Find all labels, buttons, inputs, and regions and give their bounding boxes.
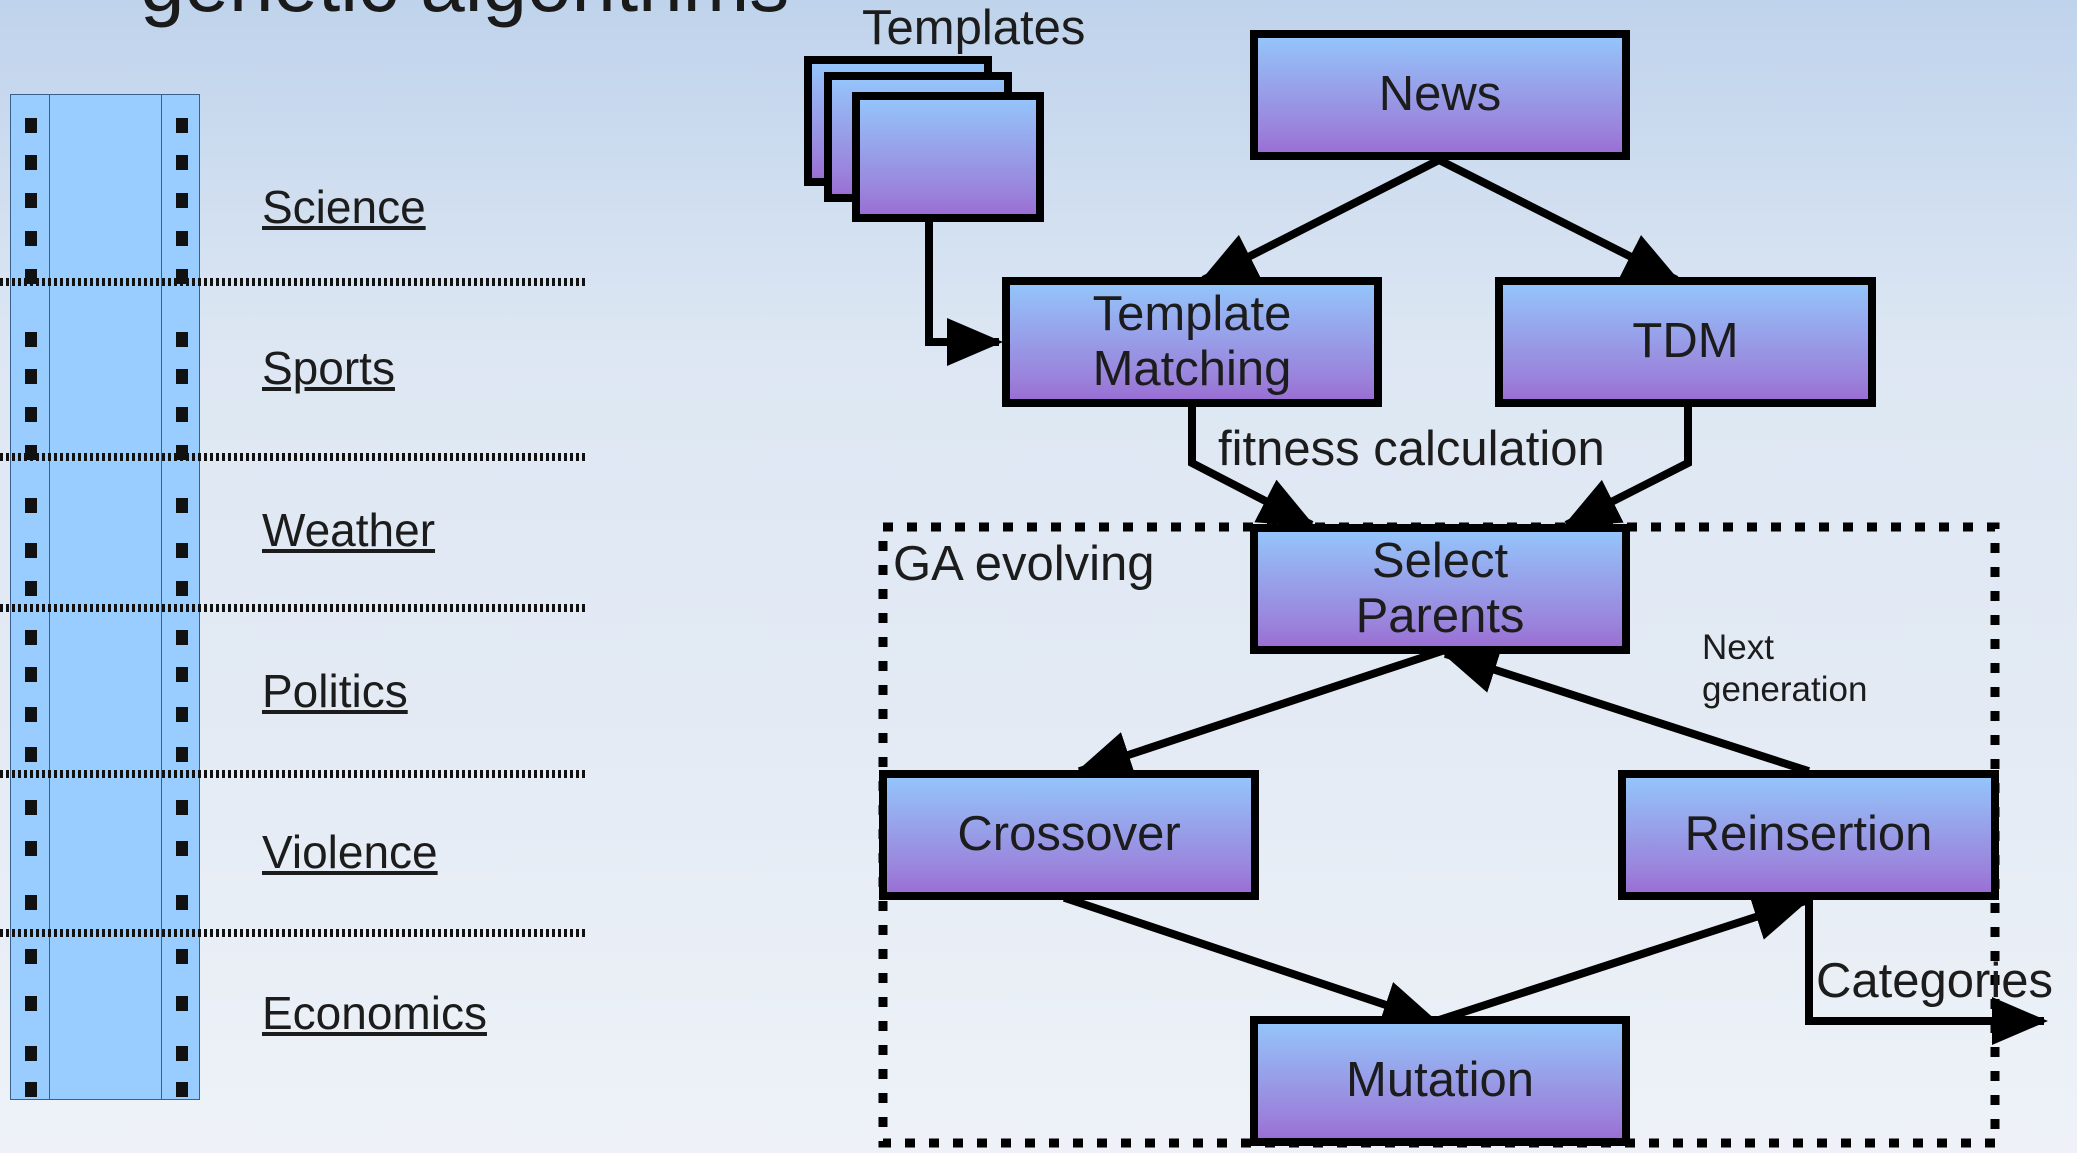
filmstrip-right-edge	[161, 95, 162, 1099]
reinsertion-box[interactable]: Reinsertion	[1618, 770, 1999, 900]
filmstrip-hole	[176, 1046, 188, 1061]
categories-output-label: Categories	[1816, 954, 2053, 1008]
category-separator	[0, 929, 585, 937]
filmstrip-hole	[176, 841, 188, 856]
category-science[interactable]: Science	[262, 181, 426, 233]
filmstrip-hole	[176, 949, 188, 964]
filmstrip-hole	[25, 949, 37, 964]
filmstrip-hole	[25, 155, 37, 170]
category-economics[interactable]: Economics	[262, 987, 487, 1039]
filmstrip-hole	[25, 332, 37, 347]
category-separator	[0, 453, 585, 461]
categories-output-arrow	[1805, 895, 2048, 1045]
filmstrip-hole	[25, 407, 37, 422]
filmstrip-hole	[25, 895, 37, 910]
templates-label: Templates	[862, 1, 1086, 55]
filmstrip-hole	[176, 407, 188, 422]
filmstrip-hole	[176, 543, 188, 558]
select-parents-line1: Select	[1371, 533, 1509, 588]
matching-to-select-arrow	[1188, 401, 1316, 529]
select-parents-line2: Parents	[1355, 589, 1525, 643]
filmstrip-hole	[176, 155, 188, 170]
category-sports[interactable]: Sports	[262, 342, 395, 394]
next-generation-label: Next generation	[1702, 627, 1867, 711]
filmstrip-hole	[176, 996, 188, 1011]
filmstrip-hole	[176, 895, 188, 910]
filmstrip-hole	[25, 498, 37, 513]
category-politics[interactable]: Politics	[262, 665, 408, 717]
tdm-box[interactable]: TDM	[1495, 277, 1876, 407]
filmstrip-hole	[176, 231, 188, 246]
filmstrip-hole	[25, 747, 37, 762]
crossover-label: Crossover	[957, 807, 1181, 862]
filmstrip-hole	[176, 707, 188, 722]
filmstrip-hole	[25, 1082, 37, 1097]
filmstrip-hole	[25, 543, 37, 558]
reinsertion-label: Reinsertion	[1684, 807, 1933, 862]
template-matching-line2: Matching	[1092, 342, 1292, 396]
filmstrip-hole	[176, 1082, 188, 1097]
filmstrip-hole	[176, 581, 188, 596]
filmstrip-hole	[176, 332, 188, 347]
news-box[interactable]: News	[1250, 30, 1630, 160]
ga-evolving-label: GA evolving	[893, 537, 1155, 591]
filmstrip-hole	[25, 667, 37, 682]
news-label: News	[1378, 67, 1502, 122]
tdm-to-select-arrow	[1562, 401, 1692, 529]
fitness-calculation-label: fitness calculation	[1218, 422, 1605, 476]
filmstrip-hole	[25, 996, 37, 1011]
category-weather[interactable]: Weather	[262, 504, 436, 556]
news-to-tdm-arrow	[1433, 154, 1681, 284]
filmstrip-hole	[25, 369, 37, 384]
filmstrip-hole	[25, 231, 37, 246]
template-card-front[interactable]	[852, 92, 1044, 222]
filmstrip-hole	[25, 630, 37, 645]
slide-title: genetic algorithms	[140, 0, 789, 30]
news-to-matching-arrow	[1199, 154, 1445, 284]
filmstrip-hole	[176, 747, 188, 762]
next-generation-line2: generation	[1702, 670, 1868, 709]
mutation-to-reinsertion-arrow	[1433, 894, 1810, 1026]
filmstrip-hole	[176, 118, 188, 133]
select-to-crossover-arrow	[1075, 646, 1445, 778]
filmstrip-hole	[25, 1046, 37, 1061]
filmstrip-hole	[25, 581, 37, 596]
mutation-label: Mutation	[1346, 1053, 1534, 1108]
filmstrip-hole	[176, 800, 188, 815]
crossover-to-mutation-arrow	[1062, 893, 1439, 1028]
filmstrip-hole	[176, 369, 188, 384]
filmstrip-hole	[176, 667, 188, 682]
select-parents-box[interactable]: Select Parents	[1250, 524, 1630, 654]
filmstrip-hole	[25, 800, 37, 815]
filmstrip-hole	[176, 193, 188, 208]
crossover-box[interactable]: Crossover	[879, 770, 1259, 900]
filmstrip-hole	[176, 630, 188, 645]
filmstrip-hole	[25, 841, 37, 856]
filmstrip-left-edge	[49, 95, 50, 1099]
category-separator	[0, 770, 585, 778]
filmstrip-hole	[25, 707, 37, 722]
category-violence[interactable]: Violence	[262, 826, 438, 878]
template-matching-box[interactable]: Template Matching	[1002, 277, 1382, 407]
reinsertion-to-select-arrow	[1441, 646, 1811, 776]
templates-to-matching-arrow	[925, 217, 1003, 366]
category-separator	[0, 604, 585, 612]
tdm-label: TDM	[1632, 314, 1739, 369]
filmstrip-hole	[25, 118, 37, 133]
filmstrip-hole	[25, 193, 37, 208]
mutation-box[interactable]: Mutation	[1250, 1016, 1630, 1146]
template-matching-line1: Template	[1092, 286, 1292, 341]
next-generation-line1: Next	[1702, 628, 1774, 667]
category-separator	[0, 278, 585, 286]
filmstrip-hole	[176, 498, 188, 513]
